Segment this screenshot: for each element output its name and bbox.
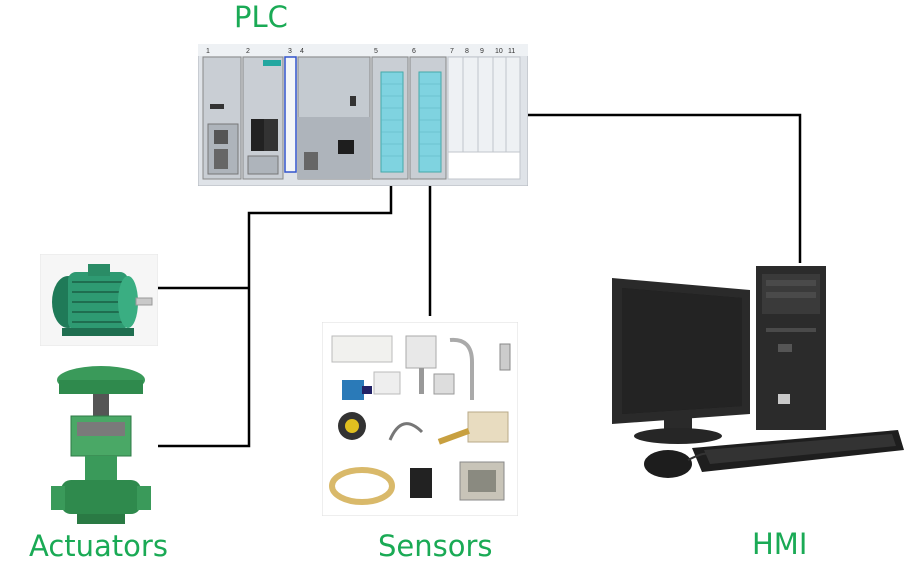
plc-slot-number: 6 bbox=[412, 48, 416, 55]
plc-label: PLC bbox=[234, 0, 288, 34]
motor-icon bbox=[40, 254, 158, 346]
plc-slot-number: 1 bbox=[206, 48, 210, 55]
plc-rack-icon: 1 2 3 4 5 6 7 8 9 10 11 bbox=[198, 44, 528, 186]
wire-plc-to-actuators bbox=[158, 186, 393, 448]
wire-plc-to-hmi bbox=[528, 113, 802, 263]
plc-slot-number: 7 bbox=[450, 48, 454, 55]
computer-icon bbox=[612, 266, 904, 478]
hmi-label: HMI bbox=[752, 527, 808, 561]
plc-slot-number: 11 bbox=[508, 48, 515, 55]
plc-slot-number: 3 bbox=[288, 48, 292, 55]
actuators-label: Actuators bbox=[29, 529, 168, 563]
plc-slot-number: 10 bbox=[495, 48, 503, 55]
plc-slot-number: 2 bbox=[246, 48, 250, 55]
plc-slot-number: 5 bbox=[374, 48, 378, 55]
sensors-collage-icon bbox=[322, 322, 518, 516]
plc-slot-number: 4 bbox=[300, 48, 304, 55]
plc-slot-number: 9 bbox=[480, 48, 484, 55]
plc-slot-number: 8 bbox=[465, 48, 469, 55]
valve-actuator-icon bbox=[47, 360, 155, 528]
sensors-label: Sensors bbox=[378, 529, 493, 563]
